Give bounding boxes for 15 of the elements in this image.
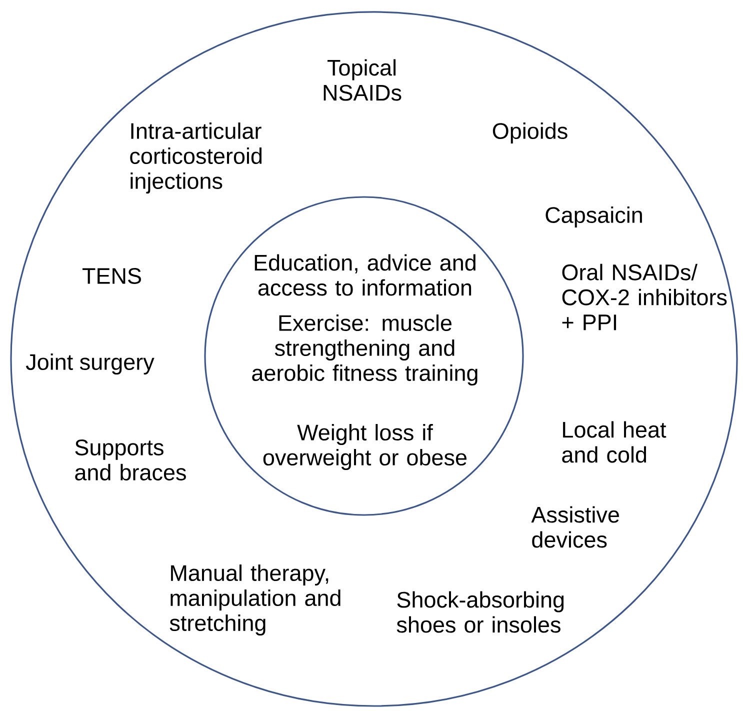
treatment-label: Opioids [492, 122, 568, 144]
treatment-label: Supports and braces [75, 440, 186, 480]
treatment-label: Education, advice and access to information [254, 254, 476, 296]
treatment-label: Assistive devices [531, 506, 619, 548]
treatment-label: Topical NSAIDs [324, 59, 402, 101]
treatment-label: Intra-articular corticosteroid injections [130, 122, 262, 194]
treatment-label: TENS [82, 268, 141, 284]
treatment-label: Joint surgery [26, 354, 154, 374]
treatment-label: Local heat and cold [562, 421, 666, 463]
treatment-label: Manual therapy, manipulation and stretching [170, 564, 340, 636]
treatment-label: Exercise: muscle strengthening and aerobic fitness training [252, 314, 478, 386]
treatment-label: Weight loss if overweight or obese [263, 424, 467, 470]
treatment-label: Capsaicin [546, 206, 642, 228]
treatment-label: Shock-absorbing shoes or insoles [396, 591, 564, 633]
treatment-label: Oral NSAIDs/ COX-2 inhibitors + PPI [562, 264, 727, 330]
